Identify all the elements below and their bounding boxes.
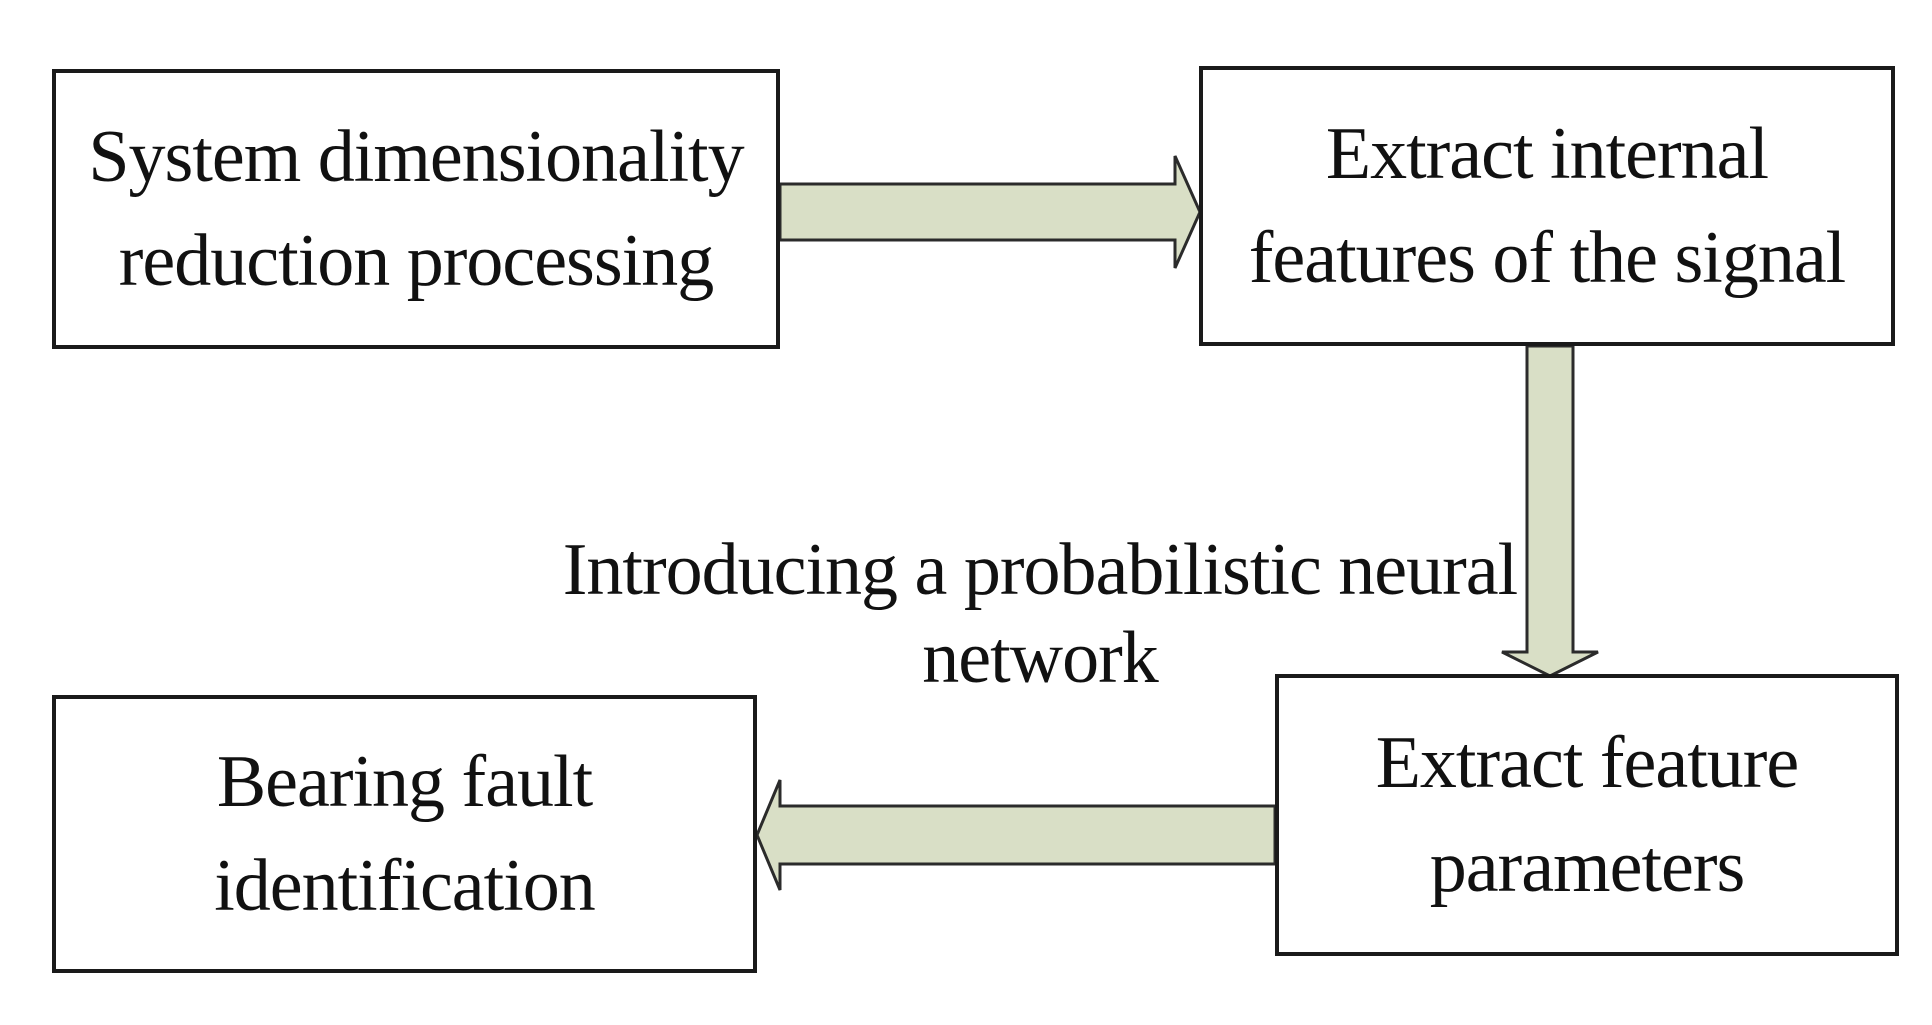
- node-text-line: Bearing fault: [216, 741, 593, 823]
- node-text-line: reduction processing: [118, 220, 714, 302]
- node-text-line: parameters: [1429, 826, 1746, 908]
- node-text-line: identification: [214, 845, 596, 927]
- arrow-left-3-to-4: [755, 779, 1277, 891]
- node-text-line: Extract feature: [1375, 722, 1800, 804]
- edge-label-line: Introducing a probabilistic neural: [562, 529, 1518, 611]
- node-text-line: features of the signal: [1248, 217, 1846, 299]
- node-bearing-fault-identification: Bearing fault identification: [52, 695, 757, 973]
- edge-label-line: network: [922, 617, 1159, 699]
- node-system-dimensionality-reduction: System dimensionality reduction processi…: [52, 69, 780, 349]
- arrow-right-1-to-2: [778, 155, 1202, 269]
- edge-label-probabilistic-neural-network: Introducing a probabilistic neural netwo…: [560, 526, 1520, 702]
- node-extract-internal-features: Extract internal features of the signal: [1199, 66, 1895, 346]
- node-text-line: Extract internal: [1325, 113, 1769, 195]
- node-extract-feature-parameters: Extract feature parameters: [1275, 674, 1899, 956]
- node-text-line: System dimensionality: [88, 116, 744, 198]
- arrow-down-2-to-3: [1501, 344, 1599, 678]
